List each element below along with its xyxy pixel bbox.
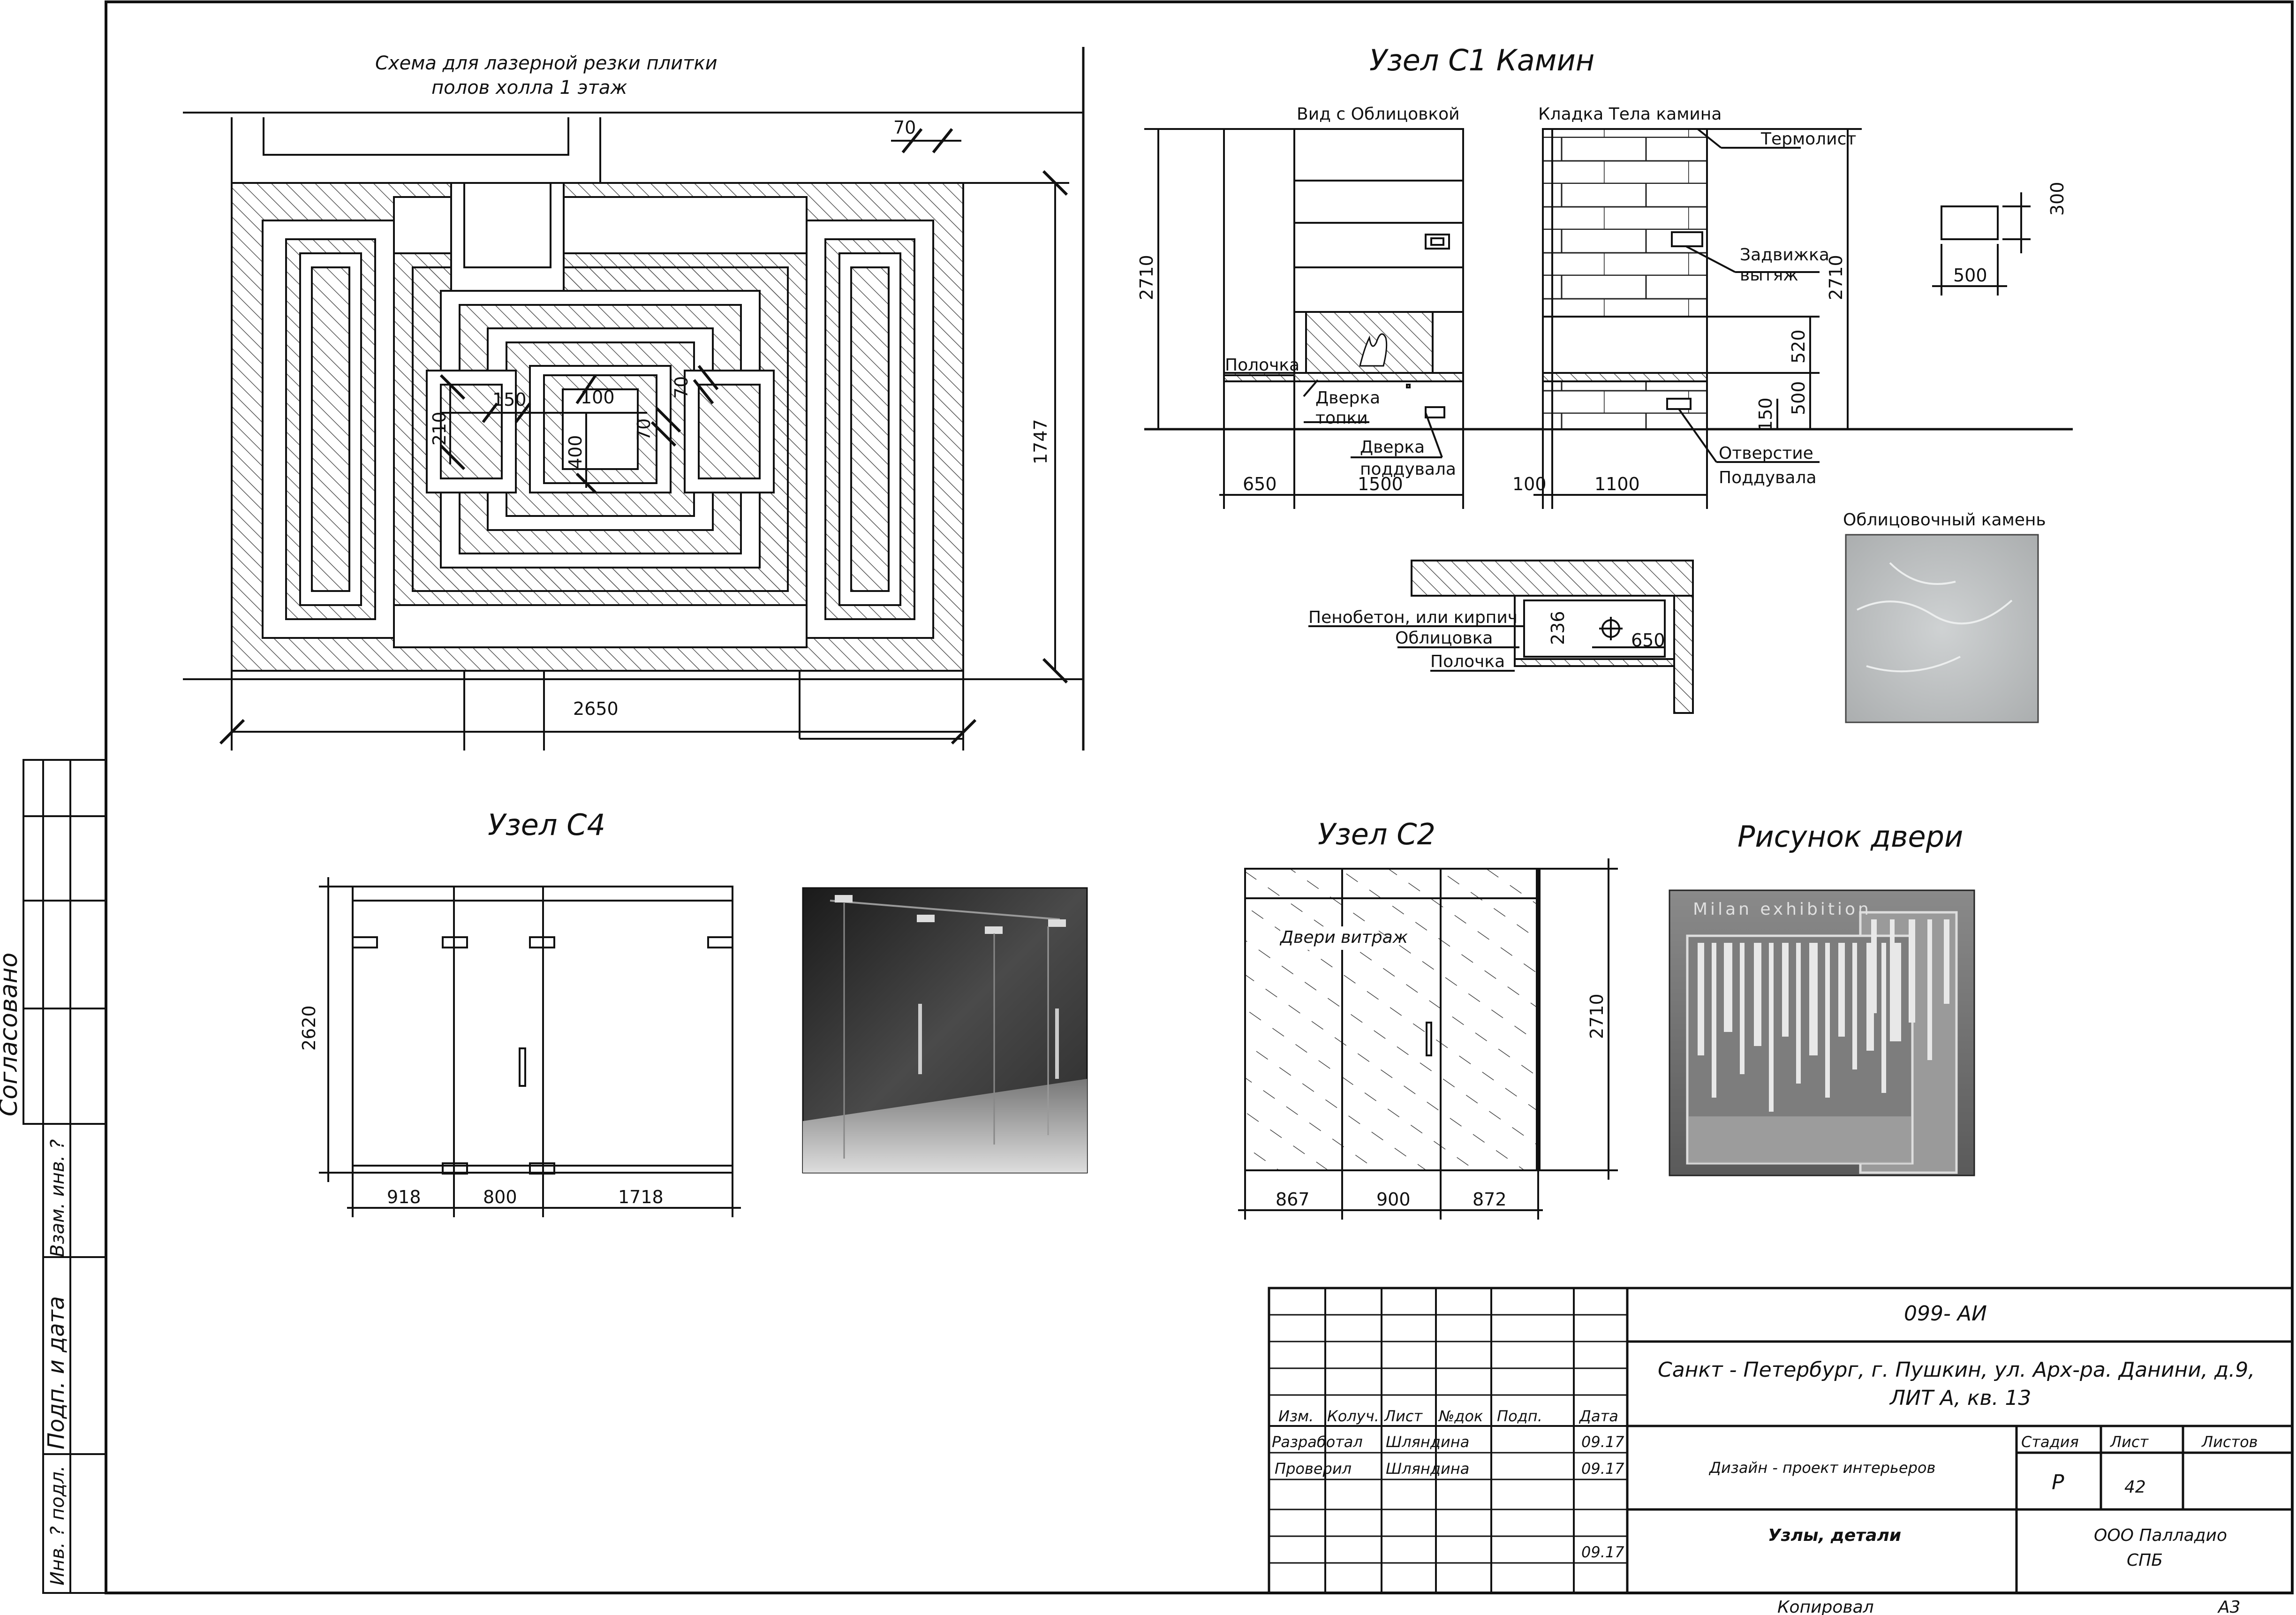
tb-org-2: СПБ [2127, 1551, 2163, 1570]
c2-dim-872: 872 [1473, 1189, 1507, 1210]
title-block [1268, 1287, 2294, 1594]
stone-swatch [1845, 534, 2039, 723]
hall-dim-70: 70 [893, 117, 916, 138]
c1-dim-150: 150 [1755, 397, 1776, 432]
inv-podl-label: Инв. ? подл. [47, 1465, 68, 1585]
c1-dim-500b: 500 [1953, 265, 1987, 286]
c2-dim-2710: 2710 [1586, 993, 1607, 1039]
c1-termolist: Термолист [1760, 129, 1856, 149]
door-picture-image [1669, 889, 1975, 1176]
c2-dim-867: 867 [1276, 1189, 1310, 1210]
tb-col-kolich: Колуч. [1327, 1407, 1379, 1425]
c1-plan-oblitsovka: Облицовка [1395, 629, 1493, 648]
tb-kopiroval: Копировал [1777, 1598, 1874, 1615]
tb-stadiya: Р [2052, 1471, 2064, 1494]
tb-stadiya-h: Стадия [2021, 1433, 2079, 1451]
tb-razrab-date: 09.17 [1581, 1433, 1624, 1451]
tb-razrab-name: Шляндина [1386, 1433, 1469, 1451]
agreed-label: Согласовано [0, 953, 23, 1116]
tb-list: 42 [2124, 1478, 2146, 1497]
hall-dim-1747: 1747 [1030, 419, 1051, 464]
tb-prov-date: 09.17 [1581, 1460, 1624, 1478]
c1-plan-penobeton: Пенобетон, или кирпич [1308, 608, 1518, 627]
c4-dim-800: 800 [483, 1187, 517, 1207]
c1-polochka: Полочка [1225, 356, 1299, 375]
tb-prov-name: Шляндина [1386, 1460, 1469, 1478]
tb-col-list: Лист [1384, 1407, 1423, 1425]
c1-dim-1500: 1500 [1358, 474, 1403, 494]
c1-title: Узел С1 Камин [1369, 43, 1594, 77]
tb-list-h: Лист [2110, 1433, 2149, 1451]
podp-data-label: Подп. и дата [43, 1296, 69, 1449]
c4-glass-partition [319, 877, 741, 1217]
c1-dverka-topki-2: топки [1315, 409, 1368, 428]
tb-listov-h: Листов [2201, 1433, 2258, 1451]
tb-project: Дизайн - проект интерьеров [1708, 1459, 1935, 1477]
c4-dim-918: 918 [387, 1187, 421, 1207]
stone-label: Облицовочный камень [1843, 510, 2046, 530]
hall-title-1: Схема для лазерной резки плитки [375, 53, 718, 74]
c1-plan-dim-650: 650 [1631, 630, 1665, 651]
c2-title: Узел С2 [1318, 817, 1435, 851]
tb-col-izm: Изм. [1278, 1407, 1314, 1425]
hall-dim-150: 150 [492, 389, 527, 410]
c1-plan-polochka: Полочка [1430, 652, 1505, 671]
c4-dim-1718: 1718 [618, 1187, 664, 1207]
stone-veins [1857, 562, 2013, 673]
hall-dim-400: 400 [565, 435, 586, 469]
c1-zadvizhka-1: Задвижка [1740, 245, 1829, 265]
c1-plan-dim-236: 236 [1548, 611, 1568, 645]
c2-glass-doors [1238, 858, 1618, 1220]
door-picture-title: Рисунок двери [1737, 819, 1963, 854]
hall-dim-100: 100 [581, 387, 615, 408]
c1-plan-section [1308, 560, 1694, 714]
c1-dim-100: 100 [1512, 474, 1547, 494]
tb-prov: Проверил [1275, 1460, 1352, 1478]
c1-otverstie-2: Поддувала [1719, 468, 1817, 487]
c1-dverka-podd-2: поддувала [1360, 460, 1456, 479]
tb-col-ndok: №док [1438, 1407, 1483, 1425]
c1-zadvizhka-2: вытяж [1740, 265, 1798, 285]
c1-dim-650: 650 [1243, 474, 1277, 494]
c1-dim-300: 300 [2047, 182, 2068, 216]
c1-view-facing: Вид с Облицовкой [1297, 105, 1460, 124]
c1-dim-2710b: 2710 [1826, 255, 1846, 300]
c1-dim-520: 520 [1788, 329, 1809, 364]
side-stamp [23, 759, 107, 1594]
tb-address-2: ЛИТ А, кв. 13 [1889, 1386, 2031, 1410]
c1-dimensions [1144, 128, 2031, 509]
hall-dim-2650: 2650 [573, 698, 619, 719]
c2-dim-900: 900 [1376, 1189, 1411, 1210]
c1-otverstie-1: Отверстие [1719, 444, 1813, 463]
door-poster-text: Milan exhibition [1693, 900, 1872, 919]
c4-dim-2620: 2620 [299, 1005, 319, 1051]
c1-dim-2710a: 2710 [1136, 255, 1157, 300]
hall-floor-plan [183, 47, 1085, 751]
tb-code: 099- АИ [1904, 1302, 1987, 1326]
tb-col-data: Дата [1578, 1407, 1618, 1425]
c1-view-masonry: Кладка Тела камина [1538, 105, 1722, 124]
tb-last-date: 09.17 [1581, 1543, 1624, 1561]
c1-dim-1100: 1100 [1594, 474, 1640, 494]
vzam-inv-label: Взам. инв. ? [47, 1139, 68, 1257]
tb-org-1: ООО Палладио [2094, 1526, 2227, 1545]
tb-razrab: Разработал [1272, 1433, 1363, 1451]
hall-dim-70b: 70 [634, 418, 654, 441]
hall-title-2: полов холла 1 этаж [431, 77, 627, 99]
c1-dverka-podd-1: Дверка [1360, 438, 1425, 457]
tb-sheet-title: Узлы, детали [1768, 1526, 1901, 1545]
tb-format: А3 [2217, 1598, 2241, 1615]
hall-dim-210: 210 [429, 411, 450, 446]
hall-dim-70c: 70 [671, 376, 692, 399]
c1-masonry-view [1542, 128, 1708, 430]
c2-door-label: Двери витраж [1279, 928, 1408, 947]
c4-title: Узел С4 [488, 808, 605, 842]
tb-address-1: Санкт - Петербург, г. Пушкин, ул. Арх-ра… [1658, 1358, 2255, 1382]
c1-dverka-topki-1: Дверка [1315, 388, 1380, 408]
tb-col-podp: Подп. [1497, 1407, 1542, 1425]
c1-dim-500: 500 [1788, 381, 1809, 415]
glass-door-photo [802, 887, 1088, 1174]
